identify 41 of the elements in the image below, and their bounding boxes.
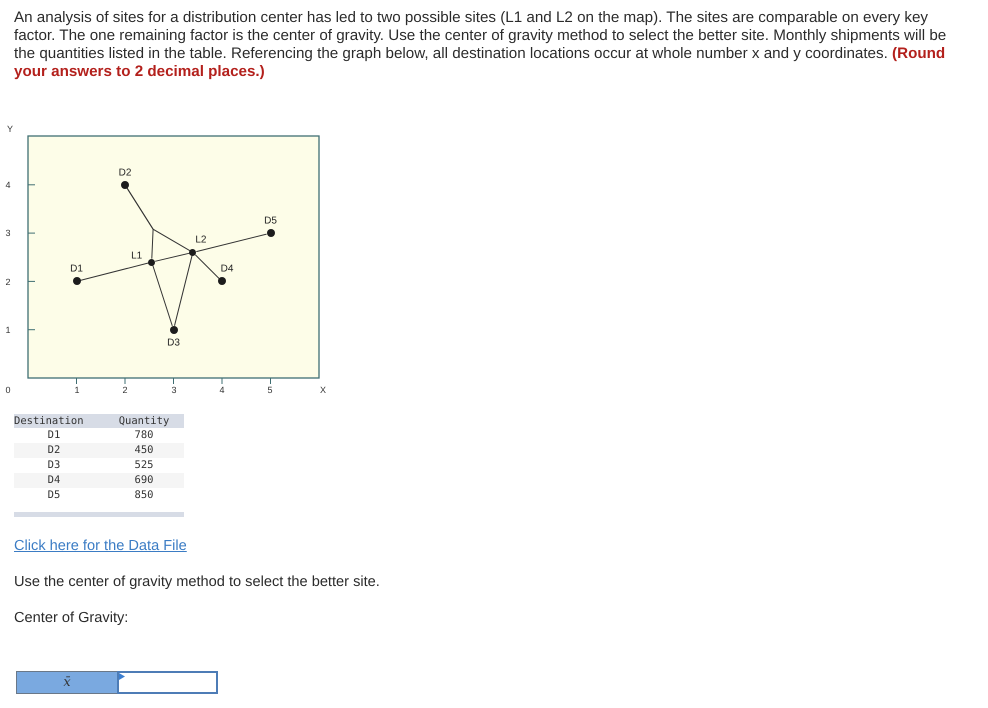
point-label: L2 (195, 234, 206, 246)
axis-tick-label: 1 (74, 385, 80, 395)
point-label: D1 (70, 264, 83, 275)
axis-tick-label: 0 (6, 385, 10, 395)
axis-tick-label: 3 (6, 228, 10, 238)
point-label: D4 (220, 264, 234, 275)
section-label: Center of Gravity: (14, 610, 128, 626)
point-label: D3 (167, 337, 180, 348)
route-line (152, 264, 173, 326)
table-cell: D4 (14, 473, 94, 488)
column-header: Destination (14, 414, 94, 428)
axis-tick-label: 4 (220, 385, 224, 395)
axis-tick-label: 1 (6, 325, 10, 335)
axis-tick-label: 5 (268, 385, 272, 395)
data-file-link: Click here for the Data File (14, 538, 187, 554)
table-cell: D2 (14, 443, 94, 458)
axis-title: Y (7, 124, 13, 134)
route-line (126, 188, 190, 252)
table-cell: 690 (94, 473, 184, 488)
table-cell: 450 (94, 443, 184, 458)
axis-tick-label: 3 (172, 385, 176, 395)
route-line (196, 234, 268, 252)
point-label: D2 (118, 167, 132, 178)
axis-tick-label: 2 (6, 277, 10, 287)
route-line (194, 254, 220, 280)
point-label: D5 (264, 216, 277, 227)
table-cell: 525 (94, 458, 184, 473)
table-cell: D3 (14, 458, 94, 473)
route-line (80, 262, 149, 281)
point-label: L1 (131, 250, 142, 262)
column-header: Quantity (94, 414, 184, 428)
route-line (174, 255, 192, 326)
table-cell: D1 (14, 428, 94, 443)
instruction-text: Use the center of gravity method to select the better site. (14, 574, 380, 590)
axis-tick-label: 4 (6, 180, 10, 190)
question-paragraph: An analysis of sites for a distribution center has led to two possible sites (L1 and L2 on the map). The sites are comparable on every key factor. The one remaining factor is the center of gravity. Use the center of gravity method to select the better site. Monthly shipments will be the quantities listed in the table. Referencing the graph below, all destination locations occur at whole number x and y coordinates. (Round your answers to 2 decimal places.) (14, 9, 948, 81)
axis-title: X (320, 385, 326, 395)
route-line (154, 252, 190, 262)
table-cell: 780 (94, 428, 184, 443)
column-header: x̄ (16, 671, 118, 694)
axis-tick-label: 2 (122, 385, 128, 395)
